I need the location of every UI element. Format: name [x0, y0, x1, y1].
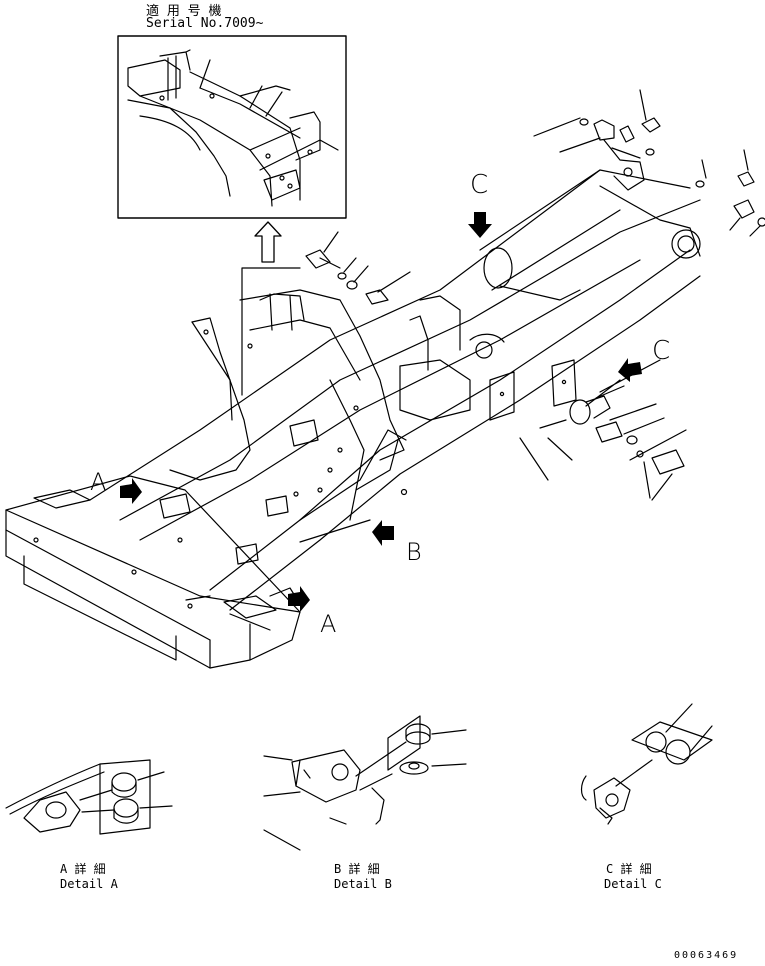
- arrow-b: [372, 520, 394, 546]
- detail-b-drawing: [263, 715, 467, 851]
- arrow-c-top: [468, 212, 492, 238]
- inset-serial-number: Serial No.7009~: [146, 16, 264, 31]
- arrow-c-right: [618, 358, 642, 382]
- exploded-pin-top-right: [533, 89, 661, 191]
- arrow-a-front: [120, 478, 142, 504]
- detail-a-caption: Detail A: [60, 877, 118, 891]
- detail-c-caption: Detail C: [604, 877, 662, 891]
- detail-c-drawing: [580, 703, 713, 825]
- detail-c-caption-japanese: C 詳 細: [606, 862, 652, 876]
- inset-title-japanese: 適 用 号 機: [146, 4, 222, 19]
- view-letter-c-right: C: [652, 336, 671, 366]
- view-letter-a-front: A: [90, 468, 107, 496]
- inset-reference-arrow: [241, 221, 301, 396]
- exploded-pin-right-lower: [519, 359, 687, 501]
- exploded-pin-right-end: [695, 149, 765, 237]
- detail-a-caption-japanese: A 詳 細: [60, 862, 106, 876]
- view-letter-a-lower: A: [320, 610, 337, 638]
- detail-a-drawing: [5, 759, 173, 835]
- arrow-a-lower: [288, 586, 310, 612]
- inset-serial-frame: [117, 35, 347, 219]
- exploded-bolt-left: [305, 231, 411, 305]
- view-letter-c-top: C: [470, 170, 489, 200]
- view-letter-b: B: [406, 538, 422, 566]
- drawing-number: 00063469: [674, 950, 739, 961]
- detail-b-caption-japanese: B 詳 細: [334, 862, 380, 876]
- main-frame: [5, 169, 701, 669]
- detail-b-caption: Detail B: [334, 877, 392, 891]
